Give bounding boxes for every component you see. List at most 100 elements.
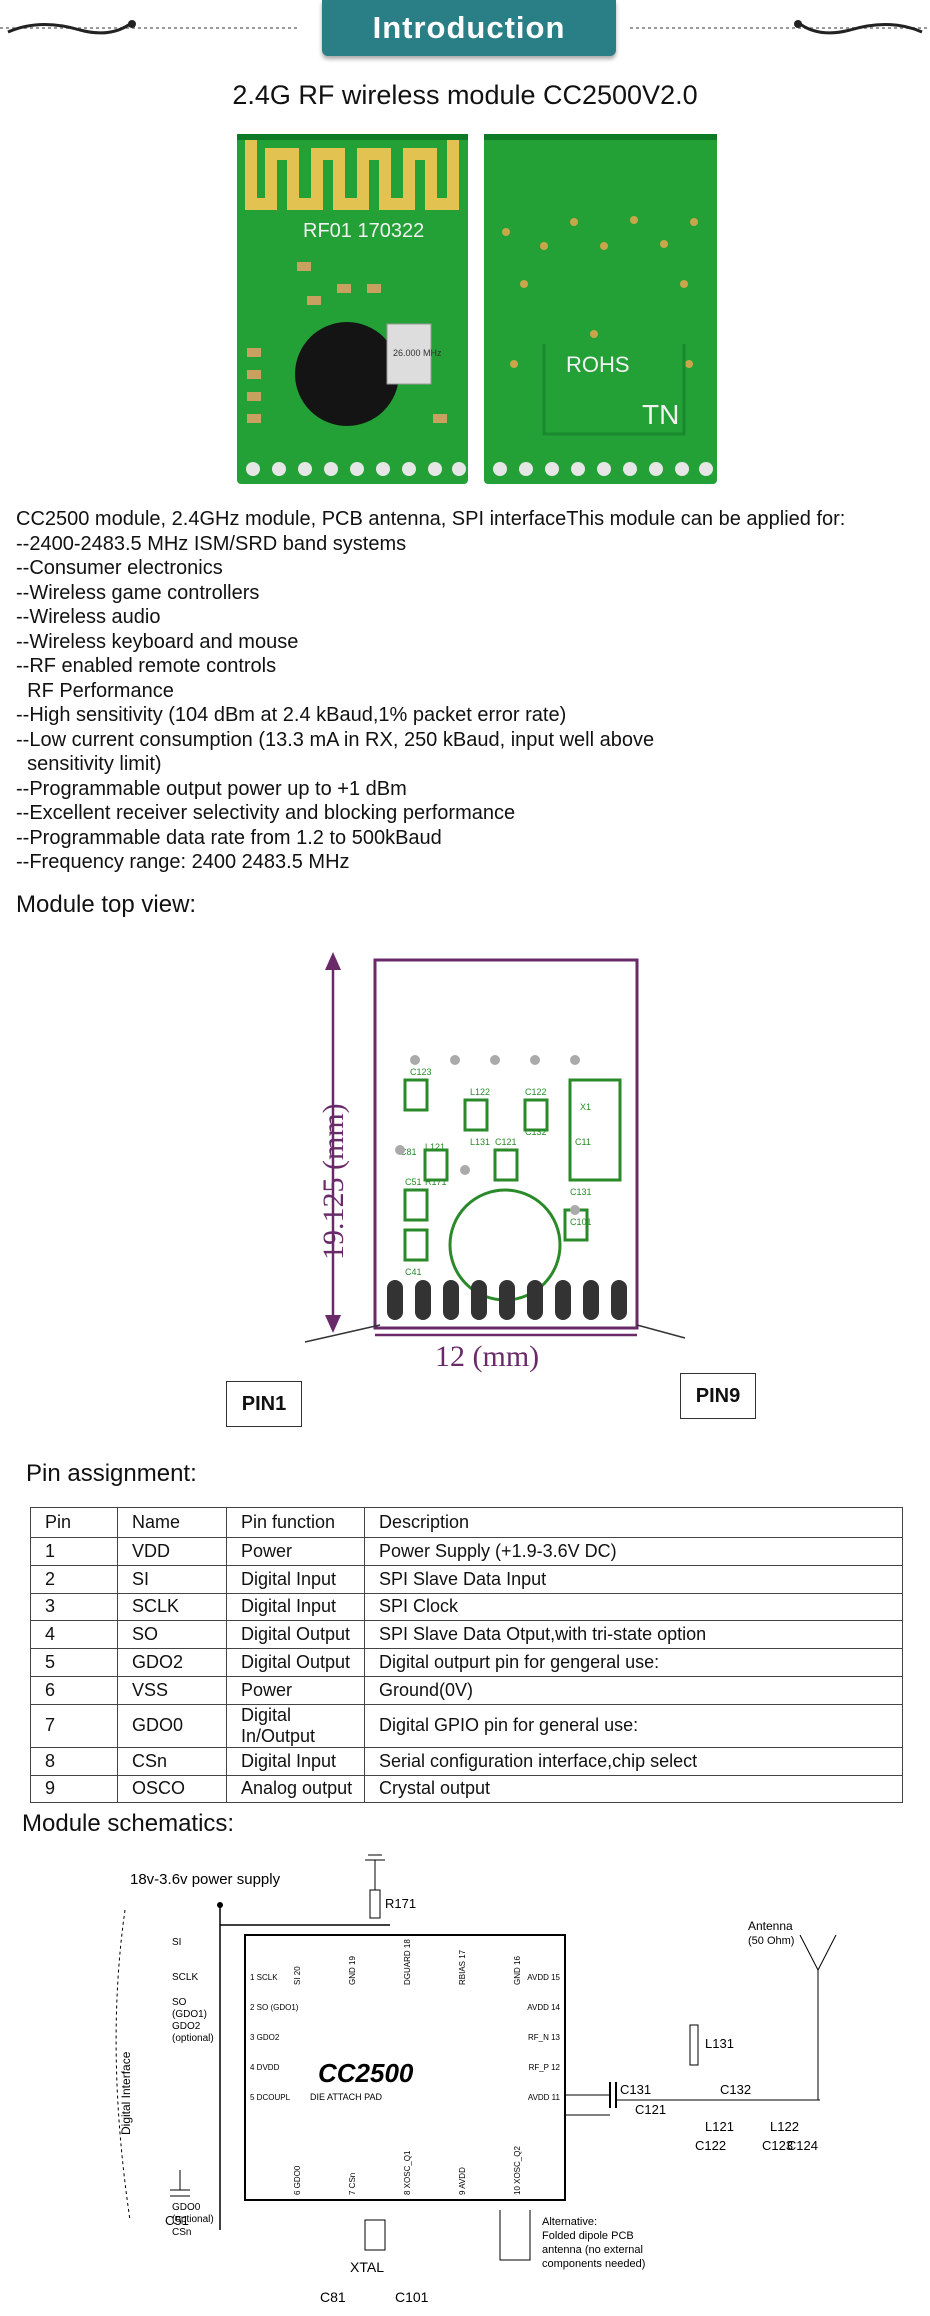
signal-label: CSn (172, 2227, 191, 2238)
signal-label: GDO0 (172, 2202, 201, 2213)
table-cell: 7 (30, 1703, 118, 1748)
chip-pin-label: 3 GDO2 (250, 2033, 280, 2042)
svg-text:DIE ATTACH PAD: DIE ATTACH PAD (310, 2092, 383, 2102)
svg-text:C132: C132 (720, 2082, 751, 2097)
top-view-heading: Module top view: (16, 891, 197, 918)
silkscreen-label: C11 (575, 1137, 591, 1147)
height-dimension: 19.125 (mm) (317, 1103, 350, 1260)
signal-label: SO (172, 1997, 187, 2008)
svg-text:C124: C124 (787, 2138, 818, 2153)
description-line: --Programmable data rate from 1.2 to 500… (16, 826, 442, 849)
svg-text:L122: L122 (770, 2119, 799, 2134)
description-line: --2400-2483.5 MHz ISM/SRD band systems (16, 532, 407, 555)
table-cell: Ground(0V) (364, 1675, 903, 1705)
chip-pin-label: AVDD 11 (528, 2093, 561, 2102)
signal-label: (GDO1) (172, 2009, 207, 2020)
table-cell: SCLK (117, 1592, 227, 1622)
silkscreen-label: C121 (495, 1137, 517, 1147)
table-cell: 5 (30, 1648, 118, 1677)
silkscreen-label: C123 (410, 1067, 432, 1077)
description-line: --Programmable output power up to +1 dBm (16, 777, 407, 800)
alternative-antenna-note: Alternative: (542, 2216, 597, 2228)
alternative-antenna-note: antenna (no external (542, 2244, 643, 2256)
description-line: --Consumer electronics (16, 557, 223, 579)
table-cell: Digital GPIO pin for general use: (364, 1703, 903, 1748)
svg-text:ROHS: ROHS (566, 352, 630, 377)
description-line: --Excellent receiver selectivity and blo… (16, 802, 516, 824)
table-cell: Digital Input (226, 1564, 365, 1594)
table-cell: VSS (117, 1675, 227, 1705)
introduction-banner: Introduction (322, 0, 616, 56)
description-line: --Frequency range: 2400 2483.5 MHz (16, 851, 350, 873)
chip-pin-label: 10 XOSC_Q2 (513, 2146, 522, 2195)
silkscreen-label: C41 (405, 1267, 422, 1277)
table-cell: Power Supply (+1.9-3.6V DC) (364, 1537, 903, 1566)
svg-text:26.000 MHz: 26.000 MHz (393, 348, 442, 358)
description-line: sensitivity limit) (16, 753, 162, 775)
supply-label: 18v-3.6v power supply (130, 1871, 281, 1888)
chip-pin-label: 4 DVDD (250, 2063, 280, 2072)
silkscreen-label: L131 (470, 1137, 490, 1147)
table-cell: SPI Slave Data Input (364, 1564, 903, 1594)
signal-label: GDO2 (172, 2021, 201, 2032)
table-cell: 9 (30, 1774, 118, 1804)
chip-pin-label: 8 XOSC_Q1 (403, 2150, 412, 2195)
signal-label: SI (172, 1937, 181, 1948)
silkscreen-label: L121 (425, 1142, 445, 1152)
width-dimension: 12 (mm) (435, 1340, 539, 1373)
pin-assignment-heading: Pin assignment: (26, 1460, 197, 1487)
column-header: Pin (30, 1507, 118, 1538)
chip-pin-label: AVDD 15 (527, 1973, 560, 1982)
chip-pin-label: AVDD 14 (527, 2003, 560, 2012)
silkscreen-label: C131 (570, 1187, 592, 1197)
silkscreen-label: C122 (525, 1087, 547, 1097)
svg-text:C123: C123 (762, 2138, 793, 2153)
module-back-photo: ROHS TN (484, 134, 717, 484)
description-line: --Low current consumption (13.3 mA in RX… (16, 728, 655, 751)
svg-text:C81: C81 (320, 2289, 346, 2305)
description-line: CC2500 module, 2.4GHz module, PCB antenn… (16, 508, 846, 530)
svg-text:(50 Ohm): (50 Ohm) (748, 1935, 794, 1947)
svg-text:L131: L131 (705, 2036, 734, 2051)
table-cell: Digital In/Output (226, 1703, 365, 1748)
svg-text:C121: C121 (635, 2102, 666, 2117)
signal-label: SCLK (172, 1972, 198, 1983)
svg-text:C51: C51 (165, 2213, 189, 2228)
table-cell: SPI Clock (364, 1592, 903, 1622)
pin9-callout: PIN9 (680, 1373, 756, 1419)
column-header: Name (117, 1507, 227, 1538)
table-cell: GDO2 (117, 1648, 227, 1677)
table-cell: CSn (117, 1746, 227, 1776)
table-cell: Digital Input (226, 1592, 365, 1622)
chip-pin-label: 1 SCLK (250, 1973, 278, 1982)
table-cell: SO (117, 1620, 227, 1650)
description-line: --High sensitivity (104 dBm at 2.4 kBaud… (16, 704, 567, 726)
table-cell: Serial configuration interface,chip sele… (364, 1746, 903, 1776)
chip-pin-label: 6 GDO0 (293, 2165, 302, 2195)
silkscreen-label: R171 (425, 1177, 447, 1187)
table-cell: GDO0 (117, 1703, 227, 1748)
alternative-antenna-note: Folded dipole PCB (542, 2230, 634, 2242)
module-front-photo: RF01 170322 26.000 MHz (237, 134, 468, 484)
description-line: --Wireless audio (16, 606, 161, 628)
table-cell: 4 (30, 1620, 118, 1650)
table-cell: 8 (30, 1746, 118, 1776)
description-line: --Wireless keyboard and mouse (16, 630, 299, 653)
svg-text:TN: TN (642, 399, 679, 430)
table-cell: Power (226, 1675, 365, 1705)
chip-pin-label: GND 16 (513, 1956, 522, 1985)
signal-label: (optional) (172, 2033, 214, 2044)
schematics-heading: Module schematics: (22, 1810, 235, 1837)
table-cell: SI (117, 1564, 227, 1594)
svg-text:L121: L121 (705, 2119, 734, 2134)
table-cell: SPI Slave Data Otput,with tri-state opti… (364, 1620, 903, 1650)
svg-text:XTAL: XTAL (350, 2259, 384, 2275)
